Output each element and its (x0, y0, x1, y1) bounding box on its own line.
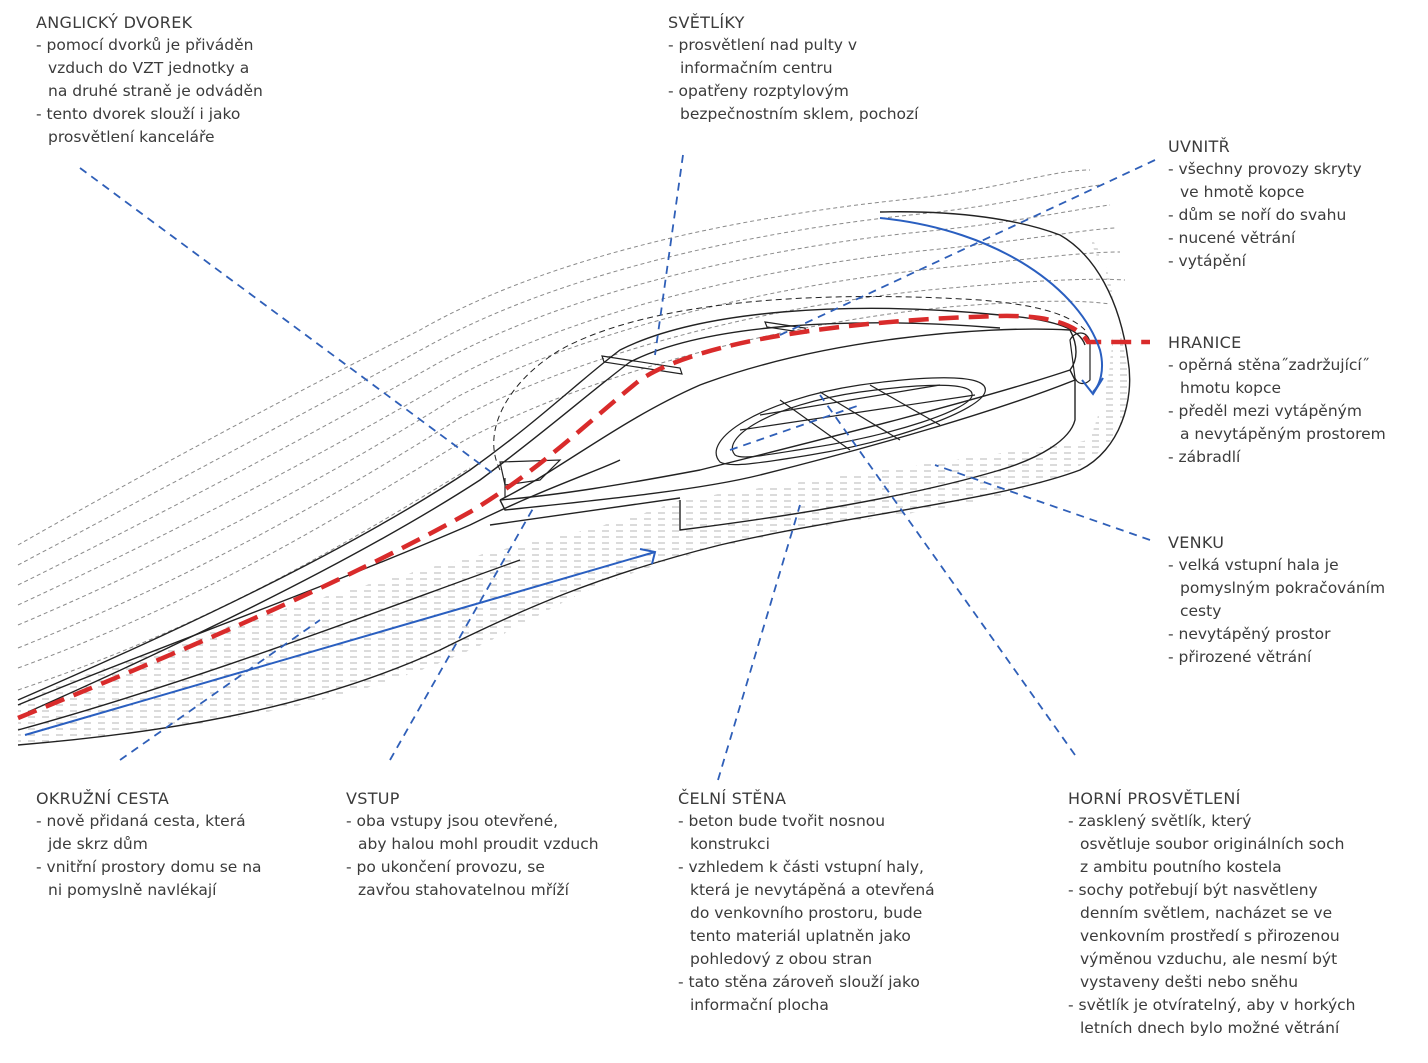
annotation-anglicky-dvorek: ANGLICKÝ DVOREK - pomocí dvorků je přivá… (36, 11, 263, 149)
annotation-line: bezpečnostním sklem, pochozí (680, 105, 919, 123)
annotation-title: UVNITŘ (1168, 137, 1231, 156)
annotation-line: - prosvětlení nad pulty v (668, 36, 858, 54)
annotation-title: VSTUP (346, 789, 400, 808)
retaining-wall-end (1069, 332, 1091, 385)
annotation-line: pohledový z obou stran (690, 950, 873, 968)
annotation-line: ni pomyslně navlékají (48, 881, 217, 899)
annotation-title: HRANICE (1168, 333, 1242, 352)
annotation-line: hmotu kopce (1180, 379, 1282, 397)
annotation-line: - opatřeny rozptylovým (668, 82, 849, 100)
annotation-title: HORNÍ PROSVĚTLENÍ (1068, 789, 1241, 808)
annotation-line: - tato stěna zároveň slouží jako (678, 973, 920, 991)
annotation-line: - všechny provozy skryty (1168, 160, 1362, 178)
boundary-line (17, 313, 1150, 721)
circulation-path-arrow-upper (879, 217, 1104, 396)
annotation-line: - opěrná stěna˝zadržující˝ (1168, 356, 1370, 374)
annotation-line: a nevytápěným prostorem (1180, 425, 1386, 443)
annotation-line: - zasklený světlík, který (1068, 812, 1252, 830)
annotation-line: do venkovního prostoru, bude (690, 904, 923, 922)
annotation-title: OKRUŽNÍ CESTA (36, 789, 170, 808)
annotation-line: výměnou vzduchu, ale nesmí být (1080, 950, 1338, 968)
annotation-line: konstrukci (690, 835, 770, 853)
annotation-line: - světlík je otvíratelný, aby v horkých (1068, 996, 1356, 1014)
annotation-line: cesty (1180, 602, 1222, 620)
annotation-line: - velká vstupní hala je (1168, 556, 1339, 574)
annotation-celni-stena: ČELNÍ STĚNA - beton bude tvořit nosnou k… (678, 787, 935, 1017)
annotation-line: - oba vstupy jsou otevřené, (346, 812, 559, 830)
annotation-line: z ambitu poutního kostela (1080, 858, 1282, 876)
annotation-line: aby halou mohl proudit vzduch (358, 835, 599, 853)
annotation-line: - vzhledem k části vstupní haly, (678, 858, 924, 876)
annotation-title: ANGLICKÝ DVOREK (36, 13, 193, 32)
annotation-line: vystaveny dešti nebo sněhu (1080, 973, 1299, 991)
annotation-line: na druhé straně je odváděn (48, 82, 263, 100)
annotation-line: - dům se noří do svahu (1168, 206, 1347, 224)
annotation-line: venkovním prostředí s přirozenou (1080, 927, 1340, 945)
annotation-line: informačním centru (680, 59, 833, 77)
annotation-svetliky: SVĚTLÍKY - prosvětlení nad pulty v infor… (668, 11, 918, 126)
annotation-line: tento materiál uplatněn jako (690, 927, 911, 945)
annotation-line: - beton bude tvořit nosnou (678, 812, 886, 830)
annotation-line: denním světlem, nacházet se ve (1080, 904, 1333, 922)
annotation-title: SVĚTLÍKY (668, 13, 745, 32)
english-courtyard (499, 459, 562, 498)
annotation-line: která je nevytápěná a otevřená (690, 881, 935, 899)
annotation-line: vzduch do VZT jednotky a (48, 59, 250, 77)
annotation-uvnitr: UVNITŘ - všechny provozy skryty ve hmotě… (1168, 135, 1362, 273)
annotation-title: VENKU (1168, 533, 1225, 552)
annotation-line: - přirozené větrání (1168, 648, 1312, 666)
curved-wall-inner (27, 322, 1001, 713)
annotation-line: - po ukončení provozu, se (346, 858, 545, 876)
annotation-line: ve hmotě kopce (1180, 183, 1305, 201)
annotation-okruzni-cesta: OKRUŽNÍ CESTA - nově přidaná cesta, kter… (36, 787, 262, 902)
leader-lines (79, 154, 1156, 781)
roof-plate-top (499, 328, 1077, 501)
annotation-line: - nucené větrání (1168, 229, 1296, 247)
circulation-path-arrow (24, 548, 657, 736)
annotation-venku: VENKU - velká vstupní hala je pomyslným … (1168, 531, 1385, 669)
terrain-outline-lower (17, 211, 1131, 746)
path-upper-edge (17, 459, 621, 706)
annotation-line: letních dnech bylo možné větrání (1080, 1019, 1340, 1037)
entry-line (489, 497, 681, 526)
annotation-line: - zábradlí (1168, 448, 1241, 466)
annotation-vstup: VSTUP - oba vstupy jsou otevřené, aby ha… (346, 787, 599, 902)
ground-hatch (18, 230, 1130, 745)
annotation-line: - nevytápěný prostor (1168, 625, 1331, 643)
front-wall (679, 380, 1076, 531)
annotation-line: prosvětlení kanceláře (48, 128, 215, 146)
annotation-line: - nově přidaná cesta, která (36, 812, 246, 830)
hidden-structure-dashed (493, 296, 1086, 471)
annotation-line: informační plocha (690, 996, 829, 1014)
annotation-line: - předěl mezi vytápěným (1168, 402, 1362, 420)
annotation-line: - sochy potřebují být nasvětleny (1068, 881, 1318, 899)
annotation-line: osvětluje soubor originálních soch (1080, 835, 1345, 853)
annotation-line: - tento dvorek slouží i jako (36, 105, 241, 123)
annotation-line: jde skrz dům (48, 835, 148, 853)
annotation-line: zavřou stahovatelnou mříží (358, 881, 569, 899)
terrain-contours (17, 169, 1126, 691)
roof-plate-edge (499, 369, 1076, 511)
annotation-line: - vnitřní prostory domu se na (36, 858, 262, 876)
skylight (715, 377, 986, 466)
annotation-line: - pomocí dvorků je přiváděn (36, 36, 254, 54)
annotation-line: pomyslným pokračováním (1180, 579, 1386, 597)
annotation-horni-prosvetleni: HORNÍ PROSVĚTLENÍ - zasklený světlík, kt… (1068, 787, 1356, 1040)
annotation-title: ČELNÍ STĚNA (678, 789, 787, 808)
annotation-line: - vytápění (1168, 252, 1246, 270)
annotation-hranice: HRANICE - opěrná stěna˝zadržující˝ hmotu… (1168, 331, 1386, 469)
